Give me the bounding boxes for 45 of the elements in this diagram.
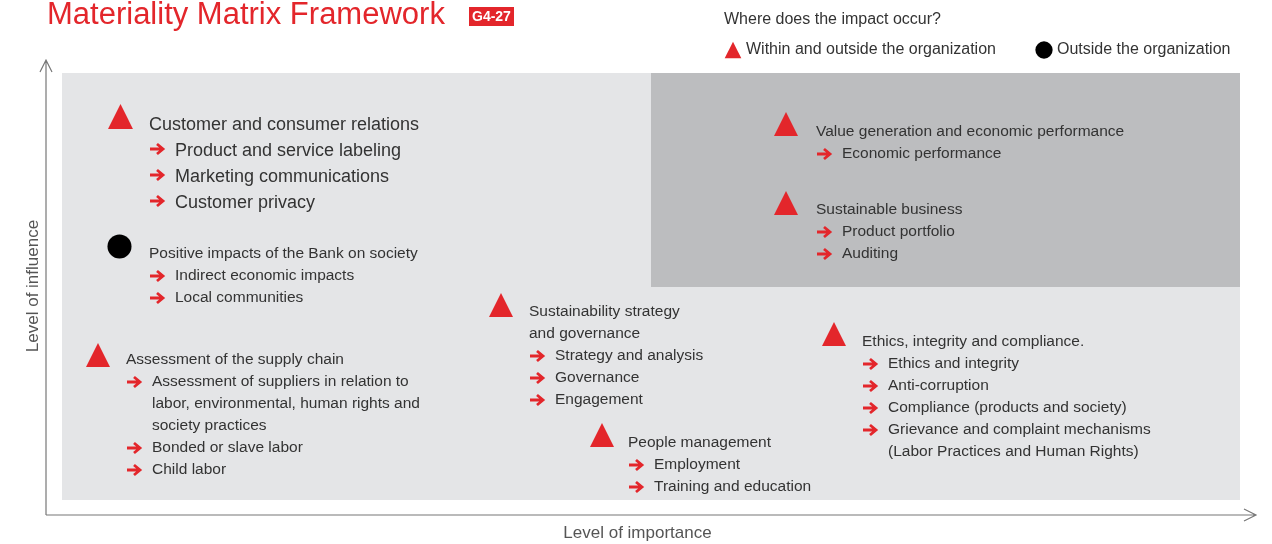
list-item: Economic performance bbox=[842, 143, 1002, 163]
list-item: Training and education bbox=[654, 476, 812, 496]
topic-heading: People management bbox=[628, 432, 773, 452]
circle-marker bbox=[107, 234, 132, 259]
list-item: Child labor bbox=[152, 459, 227, 479]
list-item: Assessment of suppliers in relation to labor, environmental, human rights and society practices bbox=[152, 371, 421, 435]
topic-heading: Sustainable business bbox=[816, 199, 964, 219]
triangle-marker bbox=[773, 111, 799, 137]
list-item: Auditing bbox=[842, 243, 898, 263]
topic-heading: Sustainability strategy and governance bbox=[529, 301, 681, 343]
list-item: Grievance and complaint mechanisms (Labor Practices and Human Rights) bbox=[888, 419, 1152, 461]
legend-text: Outside the organization bbox=[1057, 40, 1231, 58]
triangle-marker bbox=[85, 342, 111, 368]
list-item: Engagement bbox=[555, 389, 643, 409]
list-item: Bonded or slave labor bbox=[152, 437, 303, 457]
list-item: Marketing communications bbox=[175, 165, 390, 188]
list-item: Indirect economic impacts bbox=[175, 265, 355, 285]
triangle-marker bbox=[107, 103, 134, 130]
list-item: Product and service labeling bbox=[175, 139, 402, 162]
topic-heading: Positive impacts of the Bank on society bbox=[149, 243, 419, 263]
triangle-marker bbox=[821, 321, 847, 347]
list-item: Governance bbox=[555, 367, 640, 387]
axis-label: Level of importance bbox=[562, 523, 713, 543]
list-item: Anti-corruption bbox=[888, 375, 989, 395]
topic-heading: Value generation and economic performance bbox=[816, 121, 1126, 141]
triangle-marker bbox=[773, 190, 799, 216]
list-item: Customer privacy bbox=[175, 191, 316, 214]
list-item: Compliance (products and society) bbox=[888, 397, 1127, 417]
list-item: Employment bbox=[654, 454, 741, 474]
topic-heading: Assessment of the supply chain bbox=[126, 349, 345, 369]
list-item: Product portfolio bbox=[842, 221, 955, 241]
diagram-title: Materiality Matrix Framework bbox=[47, 0, 445, 32]
legend-text: Within and outside the organization bbox=[746, 40, 996, 58]
reference-badge: G4-27 bbox=[469, 7, 514, 26]
triangle-marker bbox=[589, 422, 615, 448]
axis-label: Level of influence bbox=[23, 218, 43, 355]
list-item: Strategy and analysis bbox=[555, 345, 704, 365]
triangle-marker bbox=[488, 292, 514, 318]
list-item: Ethics and integrity bbox=[888, 353, 1019, 373]
list-item: Local communities bbox=[175, 287, 304, 307]
topic-heading: Ethics, integrity and compliance. bbox=[862, 331, 1086, 351]
topic-heading: Customer and consumer relations bbox=[149, 113, 421, 136]
matrix-region bbox=[62, 73, 1240, 500]
matrix-region bbox=[651, 73, 1240, 287]
legend-title: Where does the impact occur? bbox=[724, 10, 941, 28]
